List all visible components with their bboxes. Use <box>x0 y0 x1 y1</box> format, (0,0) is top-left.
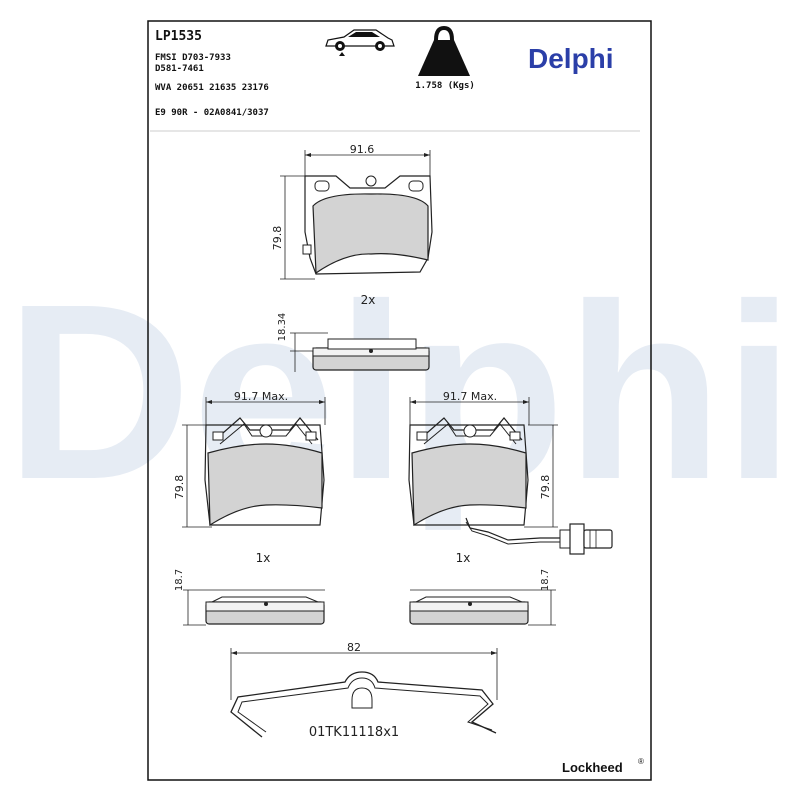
rear-left-pad-drawing <box>204 417 325 527</box>
front-pad-quantity: 2x <box>361 293 376 307</box>
kit-code: 01TK11118x1 <box>309 725 399 740</box>
rear-left-pad-height-label: 79.8 <box>173 475 186 500</box>
rear-left-pad-side-view <box>205 596 325 625</box>
rear-right-pad-width-dimension <box>409 397 530 425</box>
footer-brand: Lockheed <box>562 760 623 775</box>
rear-right-pad-quantity: 1x <box>456 551 471 565</box>
rear-left-pad-quantity: 1x <box>256 551 271 565</box>
rear-left-pad-height-dimension <box>182 424 212 528</box>
rear-right-pad-height-dimension <box>524 424 558 528</box>
watermark-text: Delphi <box>5 252 795 531</box>
weight-value: 1.758 (Kgs) <box>415 81 475 91</box>
weight-icon <box>418 25 470 76</box>
rear-left-pad-width-dimension <box>205 397 326 425</box>
front-pad-side-view <box>312 338 430 371</box>
fmsi-line-2: D581-7461 <box>155 64 204 74</box>
fmsi-line-1: FMSI D703-7933 <box>155 53 231 63</box>
spring-clip-drawing <box>230 671 497 738</box>
rear-left-pad-thickness-label: 18.7 <box>174 569 185 591</box>
front-pad-width-dimension <box>304 150 431 176</box>
rear-right-pad-width-label: 91.7 Max. <box>443 390 497 403</box>
front-pad-height-label: 79.8 <box>271 226 284 251</box>
car-icon <box>325 29 395 56</box>
front-pad-thickness-label: 18.34 <box>277 313 288 342</box>
registered-mark: ® <box>638 757 644 766</box>
rear-right-pad-thickness-label: 18.7 <box>540 569 551 591</box>
rear-left-pad-thickness-dimension <box>183 589 325 626</box>
spring-clip-width-label: 82 <box>347 641 361 654</box>
brand-logo: Delphi <box>528 43 614 74</box>
front-pad-thickness-dimension <box>290 332 328 372</box>
wear-sensor-icon <box>465 517 613 555</box>
rear-right-pad-height-label: 79.8 <box>539 475 552 500</box>
sheet-border <box>147 20 652 781</box>
spring-clip-width-dimension <box>230 648 498 700</box>
front-pad-drawing <box>302 175 433 275</box>
rear-left-pad-width-label: 91.7 Max. <box>234 390 288 403</box>
rear-right-pad-thickness-dimension <box>410 589 556 626</box>
front-pad-width-label: 91.6 <box>350 143 375 156</box>
part-number: LP1535 <box>155 29 202 44</box>
front-pad-height-dimension <box>280 175 315 280</box>
wva-numbers: WVA 20651 21635 23176 <box>155 83 269 93</box>
rear-right-pad-side-view <box>409 596 529 625</box>
watermark: Delphi <box>5 252 795 531</box>
rear-right-pad-drawing <box>408 417 529 527</box>
approval-number: E9 90R - 02A0841/3037 <box>155 108 269 118</box>
